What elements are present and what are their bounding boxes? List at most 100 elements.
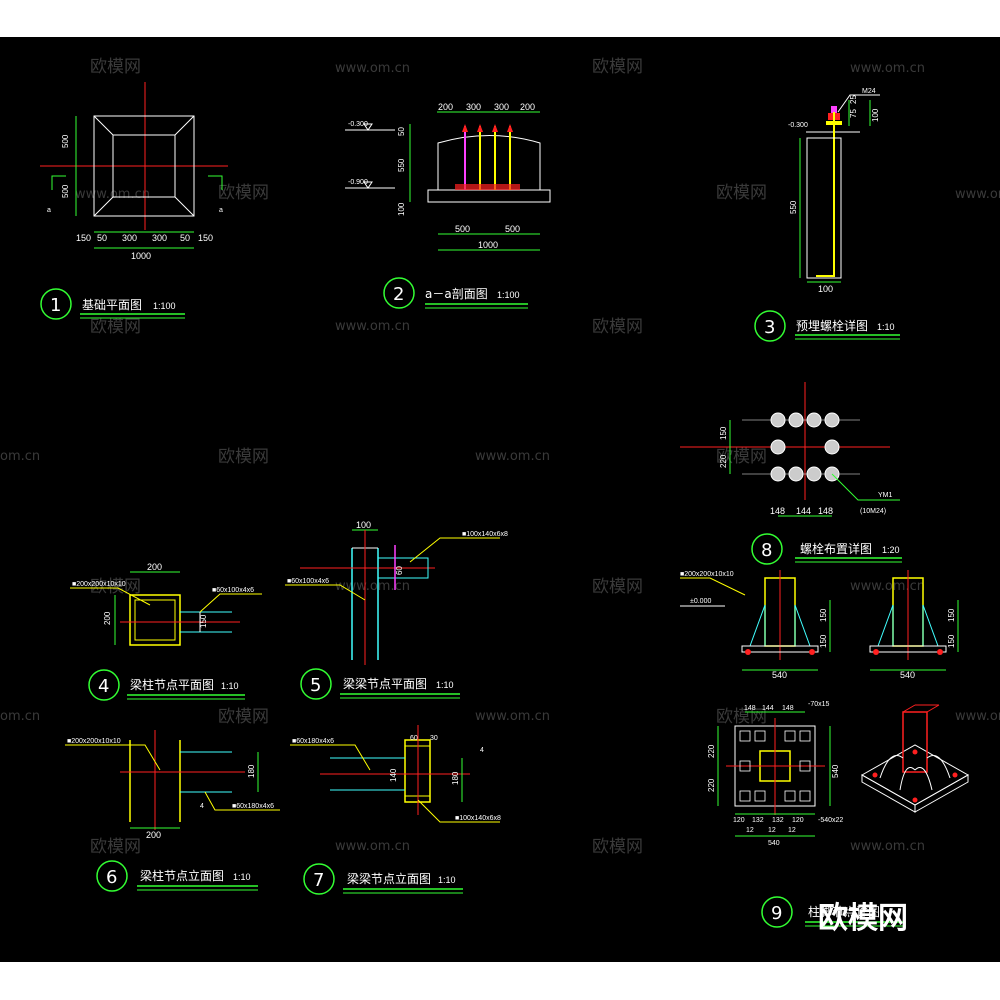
member-label: ■200x200x10x10	[680, 571, 734, 578]
watermark-site: om.cn	[0, 449, 40, 464]
dim-label: 12	[746, 827, 754, 834]
member-label: ■100x140x6x8	[462, 531, 508, 538]
drawing-5-beam-beam-plan: 100 ■100x140x6x8 ■60x100x4x6 60 5 梁梁节点平面…	[285, 520, 508, 700]
dim-label: 220	[707, 744, 716, 758]
dim-label: 180	[247, 764, 256, 778]
member-label: ■200x200x10x10	[72, 581, 126, 588]
dim-label: 60	[395, 566, 404, 575]
dim-label: 148	[782, 705, 794, 712]
pedestal-outline	[112, 134, 176, 198]
watermark-brand: 欧模网	[716, 183, 767, 203]
dim-label: 300	[122, 233, 137, 243]
dim-label: 144	[796, 506, 811, 516]
watermark-brand: 欧模网	[592, 317, 643, 337]
drawing-scale: 1:10	[438, 875, 456, 885]
bolt-tag: YM1	[878, 492, 893, 499]
plate-note: -70x15	[808, 701, 830, 708]
dim-label: 120	[792, 817, 804, 824]
watermark-brand: 欧模网	[592, 837, 643, 857]
base-elevation-left: ■200x200x10x10 ±0.000 540 150 150	[680, 570, 831, 680]
drawing-number-circle	[761, 896, 793, 928]
dim-label: 220	[707, 778, 716, 792]
dim-label: 150	[199, 614, 208, 628]
level-label: -0.300	[788, 122, 808, 129]
watermark-site: www.om.cn	[335, 319, 410, 334]
dim-label: 500	[61, 184, 70, 198]
dim-label: 120	[733, 817, 745, 824]
drawing-number-circle	[96, 860, 128, 892]
section-mark: a	[219, 207, 223, 214]
dim-label: 150	[819, 608, 828, 622]
dim-label: 50	[97, 233, 107, 243]
watermark-site: www.om.cn	[335, 579, 410, 594]
dim-label: 150	[719, 426, 728, 440]
dim-label: 150	[819, 634, 828, 648]
dim-label: 200	[146, 830, 161, 840]
base-elevation-right: 540 150 150	[869, 570, 959, 680]
dim-label: 200	[147, 562, 162, 572]
dim-label: 100	[356, 520, 371, 530]
drawing-4-beam-column-plan: 200 200 ■200x200x10x10 ■60x100x4x6 150 4…	[70, 562, 262, 701]
watermark-site: www.om.cn	[335, 61, 410, 76]
dim-label: 300	[494, 102, 509, 112]
dim-label: 200	[438, 102, 453, 112]
watermark-brand: 欧模网	[218, 707, 269, 727]
drawing-number-circle	[754, 310, 786, 342]
drawing-scale: 1:10	[233, 872, 251, 882]
dim-label: 132	[752, 817, 764, 824]
dim-total: 1000	[478, 240, 498, 250]
drawing-scale: 1:20	[882, 545, 900, 555]
drawing-svg: 欧模网 www.om.cn 欧模网 www.om.cn www.om.cn 欧模…	[0, 57, 1000, 936]
drawing-6-beam-column-elevation: ■200x200x10x10 ■60x180x4x6 200 180 4 6 梁…	[65, 730, 280, 892]
dim-label: 500	[61, 134, 70, 148]
member-label: ■60x180x4x6	[292, 738, 334, 745]
watermark-brand: 欧模网	[90, 317, 141, 337]
dim-label: 220	[719, 454, 728, 468]
drawing-number: 1	[50, 295, 61, 316]
watermark-layer: 欧模网 www.om.cn 欧模网 www.om.cn www.om.cn 欧模…	[0, 57, 1000, 857]
dim-label: 75	[849, 109, 858, 118]
drawing-scale: 1:100	[153, 301, 176, 311]
watermark-brand: 欧模网	[592, 577, 643, 597]
drawing-8-bolt-layout: 150 220 148 144 148 YM1 (10M24) 8 螺栓布置详图…	[680, 382, 902, 565]
dim-label: 148	[770, 506, 785, 516]
level-label: ±0.000	[690, 598, 711, 605]
section-mark: a	[47, 207, 51, 214]
drawing-2-section: 200 300 300 200 -0.300 -0.900 50 550 100…	[345, 102, 551, 309]
dim-total: 1000	[131, 251, 151, 261]
drawing-number-circle	[751, 533, 783, 565]
member-label: ■60x100x4x6	[287, 578, 329, 585]
member-label: ■60x180x4x6	[232, 803, 274, 810]
watermark-site: www.om.cn	[75, 187, 150, 202]
anchor-bolts	[455, 124, 520, 190]
drawing-number: 7	[313, 870, 324, 891]
member-label: ■100x140x6x8	[455, 815, 501, 822]
drawing-title: 螺栓布置详图	[800, 541, 872, 556]
dim-label: 150	[76, 233, 91, 243]
drawing-scale: 1:10	[436, 680, 454, 690]
watermark-brand: 欧模网	[716, 707, 767, 727]
level-label: -0.300	[348, 121, 368, 128]
base-plate-plan: 148 144 148 -70x15 220 220 120 132 132 1…	[707, 701, 843, 847]
watermark-brand: 欧模网	[90, 837, 141, 857]
dim-label: 12	[768, 827, 776, 834]
weld-label: 4	[200, 803, 204, 810]
drawing-title: 梁柱节点立面图	[140, 868, 224, 883]
bolt-label: M24	[862, 88, 876, 95]
brand-logo: 欧模网	[818, 901, 908, 936]
dim-label: 500	[455, 224, 470, 234]
dim-label: 50	[397, 127, 406, 136]
drawing-number: 5	[310, 675, 321, 696]
dim-label: 550	[789, 200, 798, 214]
dim-label: 500	[505, 224, 520, 234]
drawing-number: 6	[106, 867, 117, 888]
watermark-site: www.om.cn	[850, 579, 925, 594]
watermark-brand: 欧模网	[90, 57, 141, 77]
drawing-scale: 1:10	[877, 322, 895, 332]
drawing-number-circle	[303, 863, 335, 895]
dim-label: 150	[947, 608, 956, 622]
drawing-scale: 1:100	[497, 290, 520, 300]
drawing-title: 梁梁节点平面图	[343, 676, 427, 691]
member-label: ■60x100x4x6	[212, 587, 254, 594]
dim-label: 100	[818, 284, 833, 294]
